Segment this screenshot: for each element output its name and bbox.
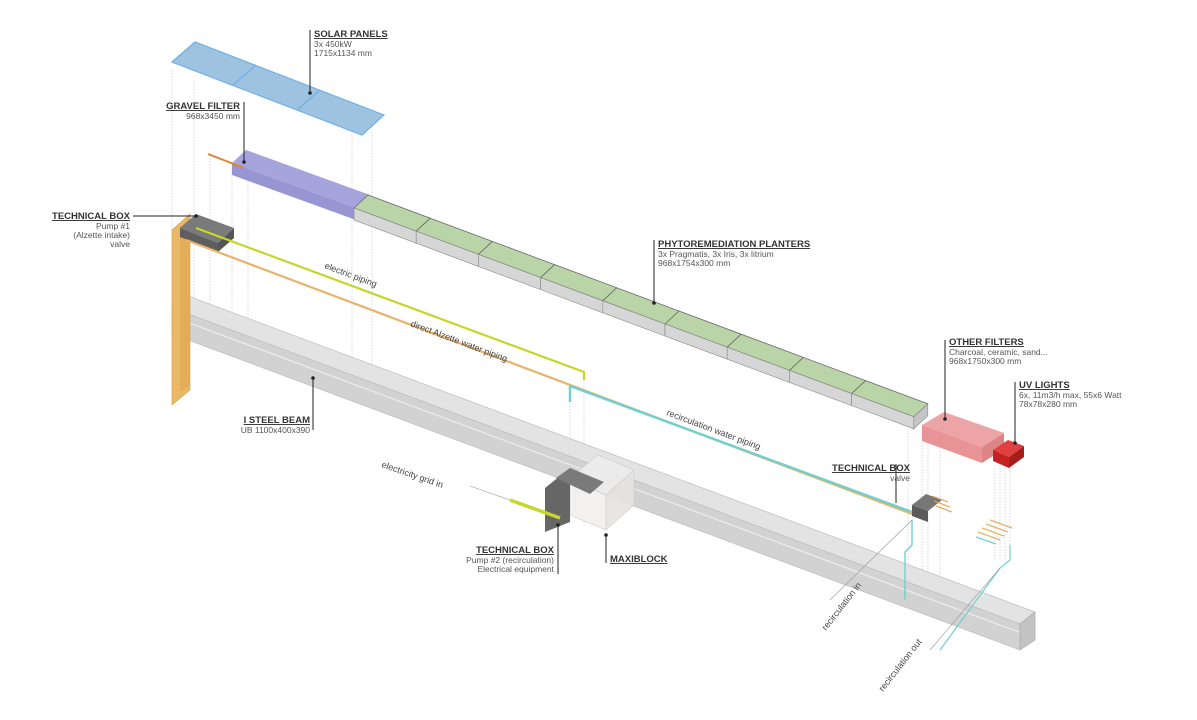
support-column	[171, 213, 191, 406]
label-line: Pump #2 (recirculation)	[466, 555, 554, 565]
label-steel-beam: I STEEL BEAM UB 1100x400x390	[241, 415, 311, 435]
label-solar-panels: SOLAR PANELS 3x 450kW 1715x1134 mm	[314, 29, 388, 58]
label-line: valve	[890, 473, 910, 483]
technical-box-valve	[912, 494, 953, 522]
label-line: UB 1100x400x390	[241, 425, 311, 435]
solar-panels	[170, 41, 386, 136]
recirculation-pipe	[568, 384, 1011, 651]
label-line: Charcoal, ceramic, sand...	[949, 347, 1048, 357]
label-gravel-filter: GRAVEL FILTER 968x3450 mm	[166, 101, 240, 121]
label-line: 968x1750x300 mm	[949, 356, 1021, 366]
leader-lines	[133, 30, 1017, 651]
label-title: TECHNICAL BOX	[476, 545, 555, 556]
label-other-filters: OTHER FILTERS Charcoal, ceramic, sand...…	[949, 337, 1048, 366]
label-technical-box-2: TECHNICAL BOX Pump #2 (recirculation) El…	[466, 545, 555, 574]
label-title: UV LIGHTS	[1019, 380, 1070, 391]
label-maxiblock: MAXIBLOCK	[610, 554, 668, 565]
label-title: TECHNICAL BOX	[52, 211, 131, 222]
other-filters	[922, 412, 1004, 463]
planter	[850, 380, 929, 430]
label-title: MAXIBLOCK	[610, 554, 668, 565]
gravel-filter	[207, 150, 370, 220]
label-line: Pump #1	[96, 221, 130, 231]
label-line: (Alzette intake)	[73, 230, 130, 240]
pipe-label-grid-in: electricity grid in	[380, 459, 444, 489]
label-line: valve	[110, 239, 130, 249]
label-technical-box-valve: TECHNICAL BOX valve	[832, 463, 911, 483]
planter	[788, 356, 867, 407]
pipe-label-recirc-in: recirculation in	[820, 580, 864, 632]
planter	[726, 333, 805, 383]
label-title: I STEEL BEAM	[244, 415, 310, 426]
label-line: 1715x1134 mm	[314, 48, 372, 58]
pipe-label-recirc-out: recirculation out	[877, 637, 924, 694]
planter-end	[913, 403, 929, 430]
label-phytoremediation: PHYTOREMEDIATION PLANTERS 3x Pragmatis, …	[658, 239, 810, 268]
label-title: OTHER FILTERS	[949, 337, 1024, 348]
label-line: 3x 450kW	[314, 39, 352, 49]
label-line: 968x3450 mm	[186, 111, 240, 121]
label-line: 78x78x280 mm	[1019, 399, 1077, 409]
label-line: 968x1754x300 mm	[658, 258, 730, 268]
uv-outlets	[975, 519, 1013, 545]
beam-end-face	[1019, 611, 1036, 651]
phytoremediation-planters	[353, 194, 929, 430]
label-line: Electrical equipment	[477, 564, 554, 574]
technical-box-2	[469, 468, 604, 532]
label-title: SOLAR PANELS	[314, 29, 388, 40]
pipe-label-recirculation: recirculation water piping	[665, 408, 762, 452]
label-technical-box-1: TECHNICAL BOX Pump #1 (Alzette intake) v…	[52, 211, 131, 249]
label-title: TECHNICAL BOX	[832, 463, 911, 474]
label-title: GRAVEL FILTER	[166, 101, 240, 112]
label-line: 6x, 11m3/h max, 55x6 Watt	[1019, 390, 1122, 400]
electric-pipe	[195, 226, 586, 380]
label-uv-lights: UV LIGHTS 6x, 11m3/h max, 55x6 Watt 78x7…	[1019, 380, 1122, 409]
label-line: 3x Pragmatis, 3x Iris, 3x litrium	[658, 249, 774, 259]
label-title: PHYTOREMEDIATION PLANTERS	[658, 239, 810, 250]
